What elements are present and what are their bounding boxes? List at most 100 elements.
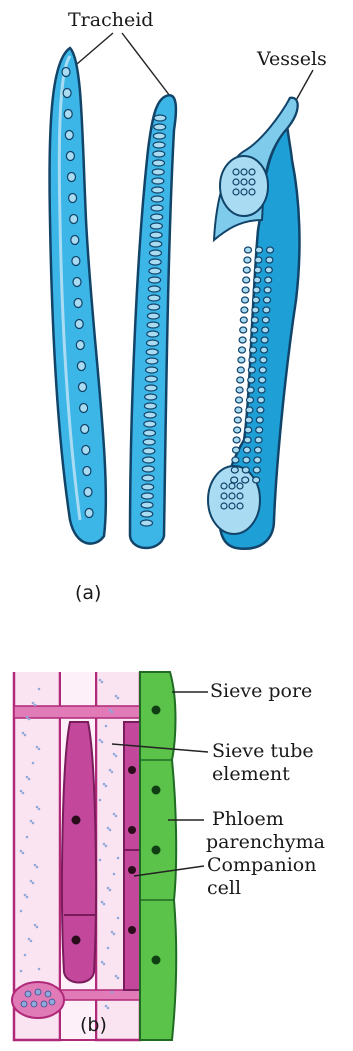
strand-dot bbox=[107, 827, 110, 830]
pit bbox=[150, 223, 162, 229]
pit bbox=[72, 257, 80, 266]
strand-dot bbox=[111, 991, 114, 994]
companion-cell-middle bbox=[62, 722, 96, 983]
strand-dot bbox=[30, 880, 33, 883]
strand-dot bbox=[105, 785, 108, 788]
strand-dot bbox=[30, 820, 33, 823]
pit bbox=[151, 196, 163, 202]
pit bbox=[247, 387, 254, 393]
strand-dot bbox=[111, 711, 114, 714]
pit bbox=[261, 347, 268, 353]
pit bbox=[63, 89, 71, 98]
strand-dot bbox=[24, 894, 27, 897]
strand-dot bbox=[32, 822, 35, 825]
strand-dot bbox=[117, 697, 120, 700]
pit bbox=[256, 427, 263, 433]
pit bbox=[254, 457, 261, 463]
vessel-perforation-top bbox=[220, 156, 268, 216]
pit bbox=[151, 214, 163, 220]
sieve-plate bbox=[12, 982, 64, 1018]
pit bbox=[267, 247, 274, 253]
pit bbox=[73, 278, 81, 287]
pit bbox=[245, 417, 252, 423]
pit bbox=[62, 68, 70, 77]
pit bbox=[243, 267, 250, 273]
pit bbox=[142, 475, 154, 481]
sieve-pore bbox=[25, 991, 31, 997]
pit bbox=[221, 493, 227, 499]
pit bbox=[141, 520, 153, 526]
pit bbox=[150, 232, 162, 238]
strand-dot bbox=[107, 887, 110, 890]
strand-dot bbox=[32, 762, 35, 765]
pit bbox=[245, 427, 252, 433]
pit bbox=[236, 387, 243, 393]
pit bbox=[147, 340, 159, 346]
pit bbox=[249, 179, 255, 185]
pit bbox=[265, 267, 272, 273]
pit bbox=[240, 327, 247, 333]
pit bbox=[233, 447, 240, 453]
strand-dot bbox=[115, 695, 118, 698]
strand-dot bbox=[111, 931, 114, 934]
pit bbox=[147, 331, 159, 337]
pit bbox=[221, 483, 227, 489]
pit bbox=[147, 322, 159, 328]
strand-dot bbox=[103, 903, 106, 906]
pit bbox=[152, 187, 164, 193]
pit bbox=[242, 287, 249, 293]
pit bbox=[250, 337, 257, 343]
pit bbox=[144, 421, 156, 427]
strand-dot bbox=[22, 732, 25, 735]
pit bbox=[75, 320, 83, 329]
pit bbox=[232, 457, 239, 463]
strand-dot bbox=[34, 704, 37, 707]
pit bbox=[234, 417, 241, 423]
strand-dot bbox=[109, 709, 112, 712]
strand-dot bbox=[109, 889, 112, 892]
pit bbox=[141, 511, 153, 517]
pit bbox=[231, 477, 238, 483]
strand-dot bbox=[26, 836, 29, 839]
sieve-pore bbox=[31, 1001, 37, 1007]
pit bbox=[259, 367, 266, 373]
label-sieve-tube-line1: Sieve tube bbox=[212, 740, 314, 762]
strand-dot bbox=[115, 815, 118, 818]
pit bbox=[69, 194, 77, 203]
strand-dot bbox=[105, 845, 108, 848]
pit bbox=[241, 189, 247, 195]
pit bbox=[235, 407, 242, 413]
pit bbox=[142, 466, 154, 472]
pit bbox=[80, 404, 88, 413]
strand-dot bbox=[105, 725, 108, 728]
pit bbox=[237, 493, 243, 499]
strand-dot bbox=[109, 769, 112, 772]
pit bbox=[266, 257, 273, 263]
phloem-drawing bbox=[12, 672, 208, 1042]
label-companion-line2: cell bbox=[207, 877, 241, 899]
pit bbox=[66, 152, 74, 161]
pit bbox=[231, 467, 238, 473]
pit bbox=[248, 367, 255, 373]
pit bbox=[249, 169, 255, 175]
strand-dot bbox=[113, 933, 116, 936]
pit bbox=[239, 337, 246, 343]
strand-dot bbox=[105, 1005, 108, 1008]
pit bbox=[249, 189, 255, 195]
pit bbox=[144, 430, 156, 436]
pit bbox=[254, 267, 261, 273]
pit bbox=[264, 287, 271, 293]
strand-dot bbox=[107, 1007, 110, 1010]
pit bbox=[229, 503, 235, 509]
strand-dot bbox=[109, 829, 112, 832]
strand-dot bbox=[117, 917, 120, 920]
pit bbox=[149, 259, 161, 265]
pit bbox=[154, 115, 166, 121]
pit bbox=[245, 247, 252, 253]
pit bbox=[141, 502, 153, 508]
pit bbox=[64, 110, 72, 119]
strand-dot bbox=[113, 873, 116, 876]
pit bbox=[233, 179, 239, 185]
pit bbox=[255, 257, 262, 263]
pit bbox=[152, 169, 164, 175]
